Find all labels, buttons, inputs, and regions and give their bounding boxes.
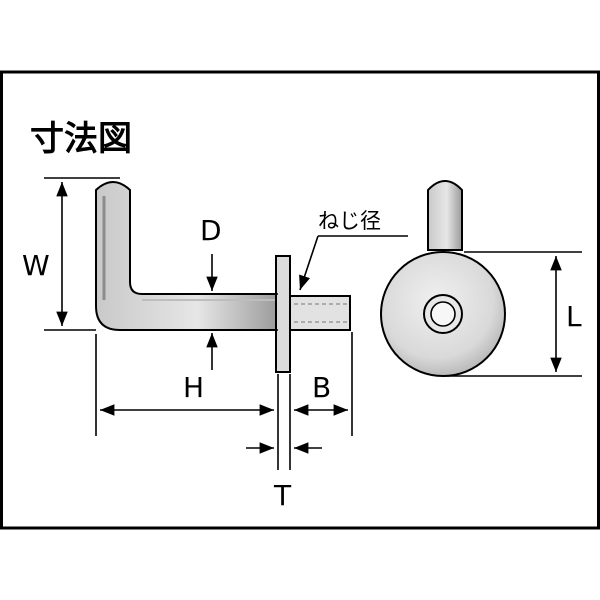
hook-side-view <box>95 181 351 373</box>
flange-plate <box>275 255 291 373</box>
dimension-l <box>443 251 582 377</box>
dimension-h <box>95 334 279 470</box>
label-l: L <box>566 300 582 333</box>
label-w: W <box>22 249 50 282</box>
hook-front-view <box>380 180 506 377</box>
thread-diameter-leader <box>299 235 408 291</box>
dimension-w <box>44 177 120 331</box>
label-h: H <box>183 371 204 404</box>
label-d: D <box>200 214 222 247</box>
label-b: B <box>312 371 331 404</box>
drawing-title: 寸法図 <box>30 119 132 159</box>
threaded-stud <box>289 295 351 331</box>
label-t: T <box>273 479 292 512</box>
dimension-d <box>132 254 278 370</box>
label-thread-diameter: ねじ径 <box>318 209 381 233</box>
dimension-b <box>289 332 353 470</box>
